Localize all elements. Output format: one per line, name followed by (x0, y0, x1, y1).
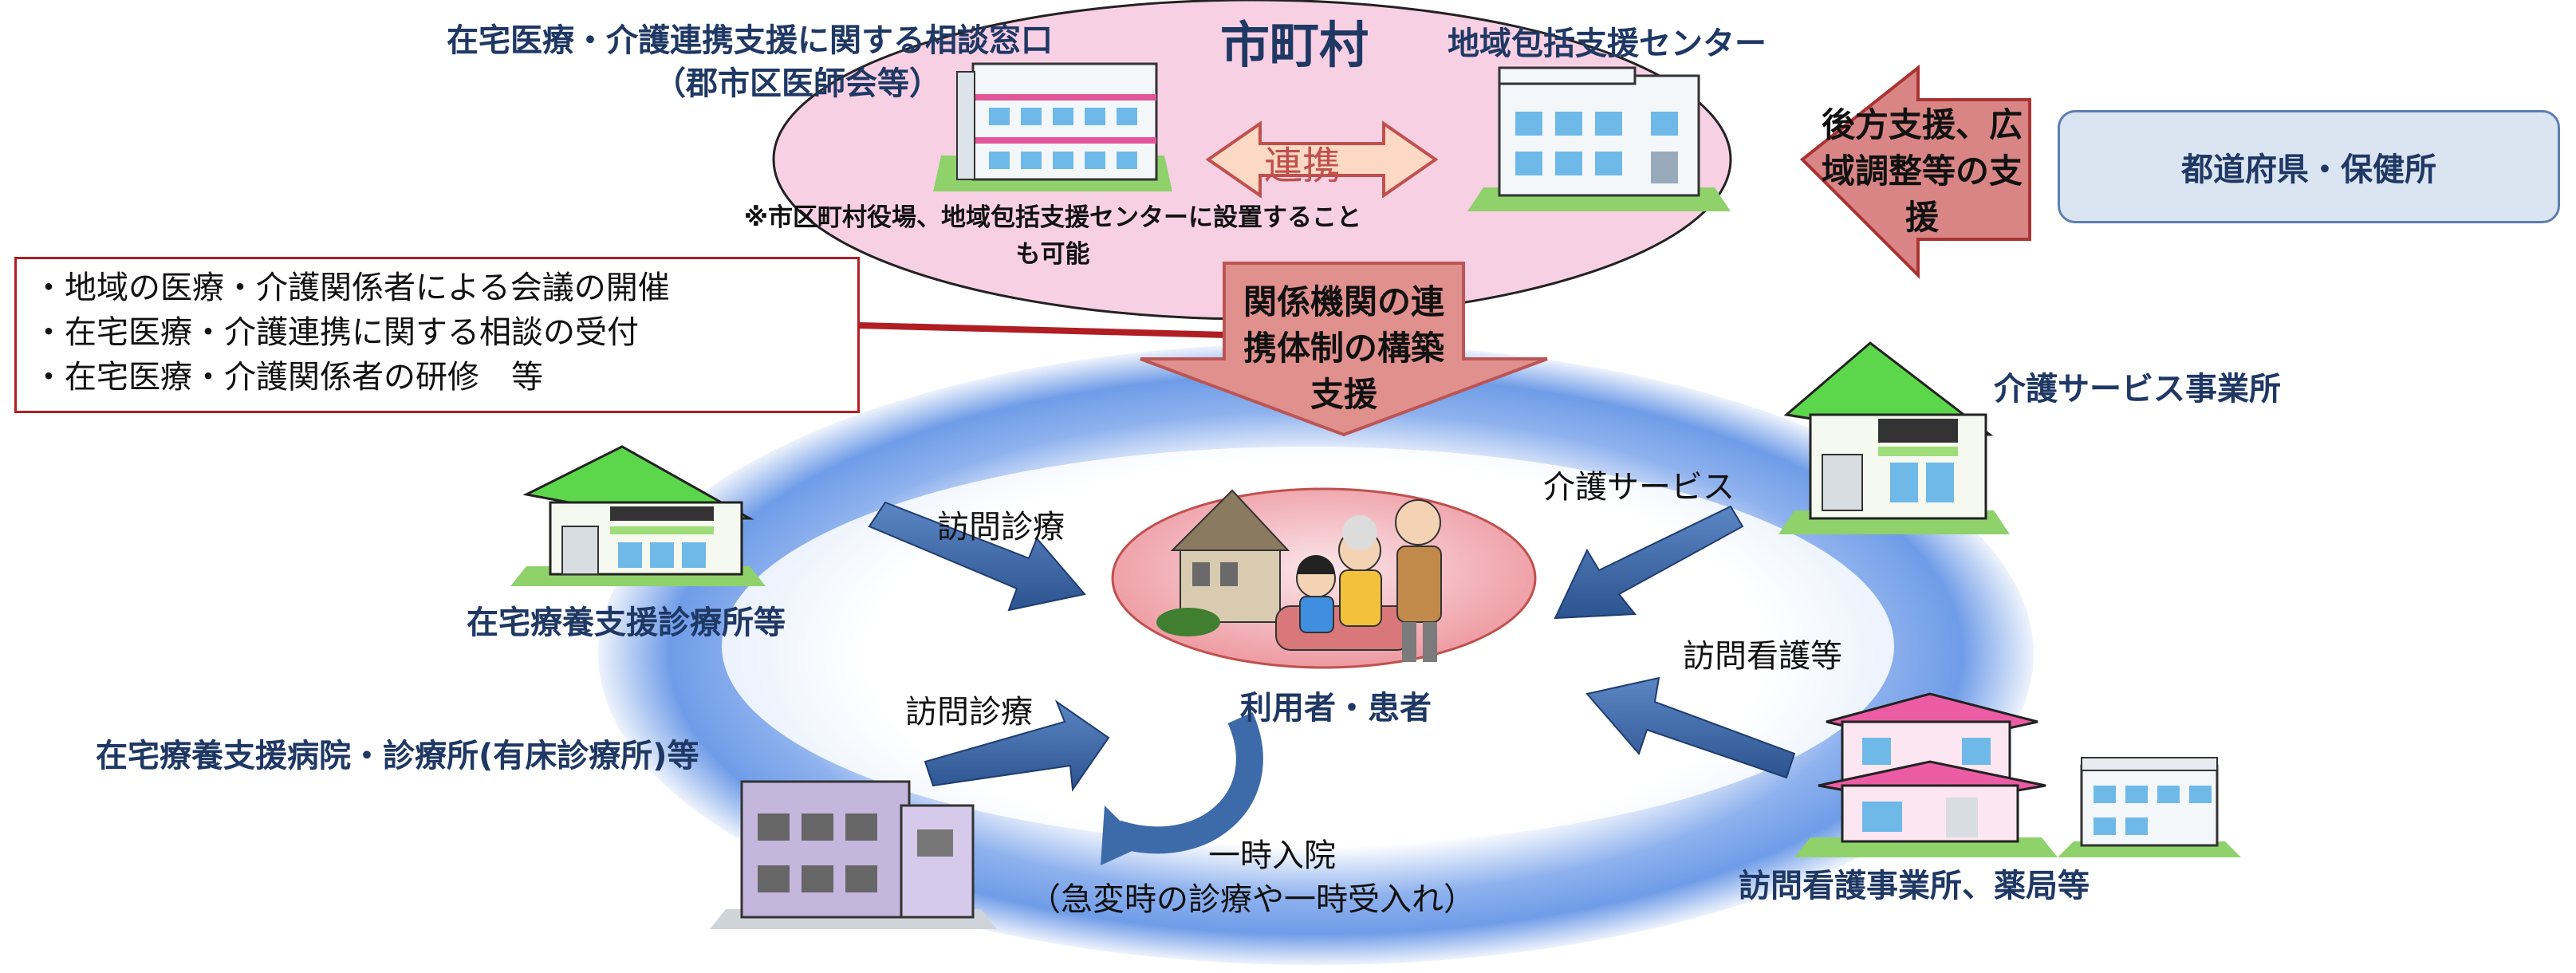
consult-building-icon (933, 62, 1172, 191)
arrow-nursing (1585, 676, 1796, 779)
flow-care-service: 介護サービス (1543, 469, 1735, 506)
flow-visit-care-2: 訪問診療 (905, 694, 1033, 731)
arrow-care-office (1554, 505, 1744, 620)
activity-item: ・在宅医療・介護関係者の研修 等 (33, 359, 543, 396)
prefecture-arrow (1799, 64, 2031, 279)
patient-label: 利用者・患者 (1240, 690, 1432, 727)
home-clinic-building-icon (510, 445, 766, 586)
arrow-hospital (924, 699, 1110, 792)
arrow-home-clinic (868, 501, 1086, 612)
link-label: 連携 (1264, 144, 1341, 188)
flow-visit-care-1: 訪問診療 (937, 509, 1065, 546)
consult-window-label: 在宅医療・介護連携支援に関する相談窓口 (447, 22, 1053, 59)
consult-window-sub-label: （郡市区医師会等） (654, 65, 941, 102)
patient-family-icon (1156, 489, 1442, 662)
activity-item: ・地域の医療・介護関係者による会議の開催 (33, 270, 670, 306)
pharmacy-building-icon (2058, 757, 2241, 857)
prefecture-arrow-label: 後方支援、広域調整等の支援 (1821, 105, 2023, 237)
activities-box: ・地域の医療・介護関係者による会議の開催 ・在宅医療・介護連携に関する相談の受付… (14, 257, 860, 413)
support-center-building-icon (1467, 66, 1731, 211)
care-office-building-icon (1778, 341, 2010, 534)
care-office-label: 介護サービス事業所 (1994, 371, 2281, 408)
home-clinic-label: 在宅療養支援診療所等 (467, 605, 786, 641)
support-center-label: 地域包括支援センター (1448, 26, 1767, 62)
hospital-label: 在宅療養支援病院・診療所(有床診療所)等 (96, 738, 699, 774)
central-down-arrow (1140, 262, 1548, 437)
flow-visit-nursing: 訪問看護等 (1683, 638, 1842, 675)
link-double-arrow (1205, 120, 1439, 199)
admission-curve-arrow (1112, 712, 1263, 854)
flow-admission: 一時入院 (1208, 837, 1336, 874)
municipality-note: ※市区町村役場、地域包括支援センターに設置することも可能 (743, 203, 1362, 269)
activity-item: ・在宅医療・介護連携に関する相談の受付 (33, 314, 639, 351)
flow-admission-sub: （急変時の診療や一時受入れ） (1029, 881, 1475, 918)
municipality-title: 市町村 (1220, 16, 1369, 74)
central-arrow-label: 関係機関の連携体制の構築支援 (1243, 282, 1444, 414)
nursing-pharmacy-label: 訪問看護事業所、薬局等 (1739, 868, 2090, 904)
connector-line (859, 322, 1229, 338)
nursing-station-building-icon (1794, 692, 2058, 857)
hospital-building-icon (710, 780, 997, 929)
prefecture-box: 都道府県・保健所 (2058, 110, 2560, 223)
admission-arrowhead (1101, 806, 1144, 865)
